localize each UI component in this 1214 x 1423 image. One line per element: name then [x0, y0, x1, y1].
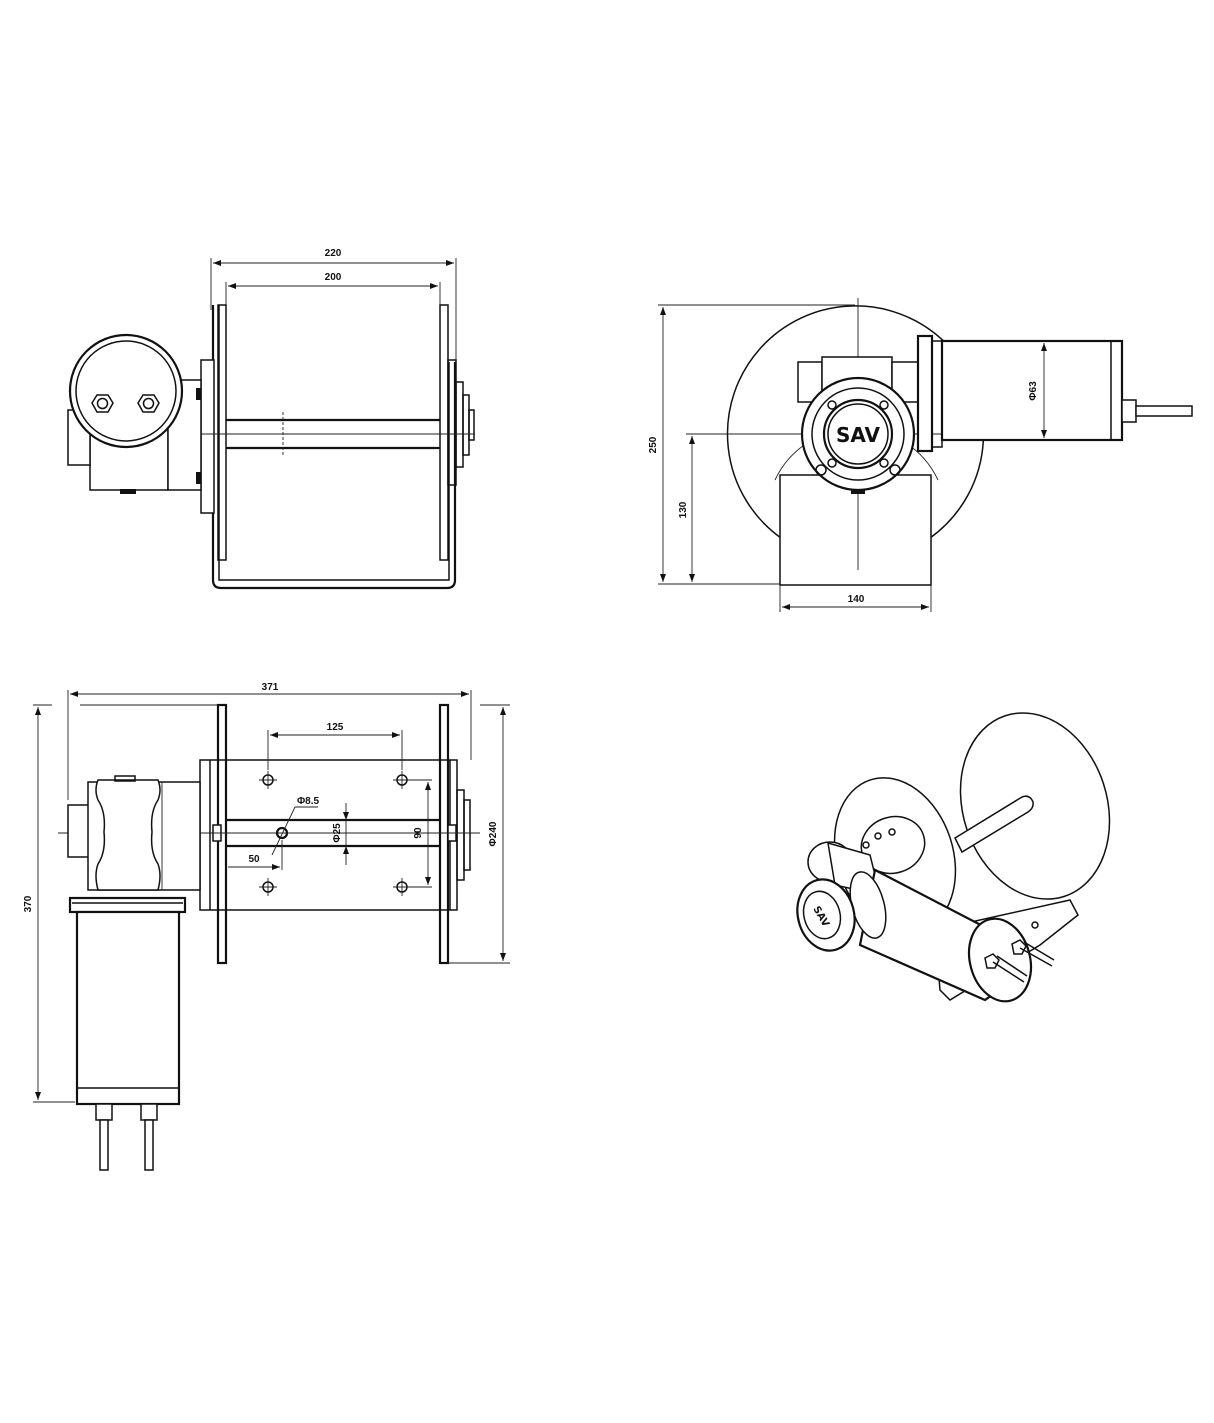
dim-overall-height: 250	[648, 436, 659, 453]
dim-motor-diameter: Φ63	[1028, 381, 1039, 401]
top-view: 220 200	[67, 248, 475, 590]
hex-nut-icon	[91, 394, 114, 413]
dim-shaft-diameter: Φ25	[332, 823, 343, 843]
mounting-holes	[259, 771, 411, 896]
brand-label: SAV	[836, 423, 881, 447]
front-view: 371	[23, 682, 510, 1171]
isometric-view: SAV	[796, 712, 1111, 1003]
dim-hole-offset: 50	[248, 854, 260, 865]
dim-overall-height: 370	[23, 895, 34, 912]
dim-base-width: 140	[848, 594, 865, 605]
dim-axis-height: 130	[678, 501, 689, 518]
dim-hole-diameter: Φ8.5	[297, 796, 320, 807]
dim-overall-width: 220	[325, 248, 342, 259]
side-view: SAV Φ63 250 130 140	[648, 298, 1193, 612]
hex-nut-icon	[137, 394, 160, 413]
dim-drum-width: 200	[325, 272, 342, 283]
dim-hole-spacing-y: 90	[413, 827, 424, 839]
dim-hole-spacing-x: 125	[327, 722, 344, 733]
dim-overall-length: 371	[262, 682, 279, 693]
dim-flange-diameter: Φ240	[488, 821, 499, 846]
